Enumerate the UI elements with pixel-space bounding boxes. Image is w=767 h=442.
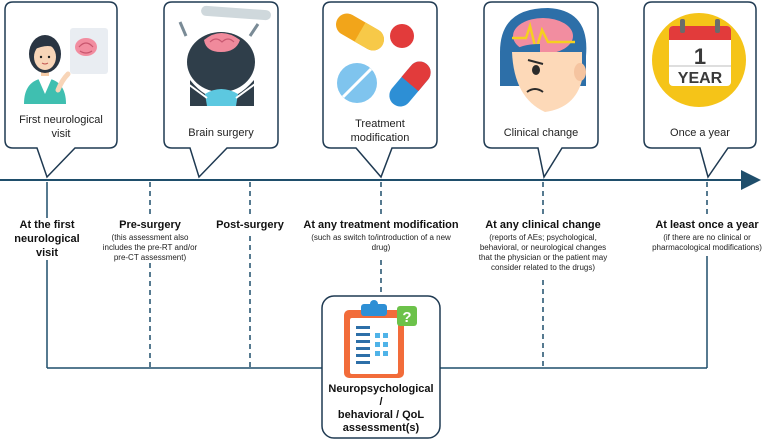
timepoint-note: (this assessment also includes the pre-R… (102, 233, 198, 262)
clipboard-icon: ? (344, 300, 417, 378)
caption-treatment: Treatment modification (350, 118, 410, 144)
brain-surgery-icon (178, 5, 271, 106)
timepoint-title: At any treatment modification (303, 219, 459, 231)
timepoint-first-visit: At the first neurological visit (2, 218, 92, 260)
pills-icon (336, 13, 431, 107)
doctor-icon (24, 28, 108, 104)
calendar-word: YEAR (678, 70, 723, 87)
timepoint-post-surgery: Post-surgery (210, 218, 290, 232)
caption-once-year: Once a year (670, 127, 730, 139)
timepoint-clinical: At any clinical change (reports of AEs; … (474, 218, 612, 273)
caption-clinical-change: Clinical change (503, 127, 579, 139)
timepoint-yearly: At least once a year (if there are no cl… (648, 218, 766, 253)
timepoint-note: (such as switch to/introduction of a new… (311, 233, 451, 252)
timepoint-pre-surgery: Pre-surgery (this assessment also includ… (88, 218, 212, 263)
timepoint-note: (if there are no clinical or pharmacolog… (652, 233, 762, 252)
question-badge: ? (402, 309, 411, 326)
timepoint-treatment: At any treatment modification (such as s… (300, 218, 462, 253)
timepoint-note: (reports of AEs; psychological, behavior… (478, 233, 608, 272)
timepoint-title: At least once a year (655, 219, 759, 231)
sick-head-icon (500, 8, 587, 112)
assessment-title: Neuropsychological / behavioral / QoL as… (328, 383, 434, 434)
calendar-icon: 1 YEAR (652, 13, 746, 107)
timepoint-title: At the first neurological visit (14, 219, 80, 259)
timepoint-title: Post-surgery (216, 219, 284, 231)
caption-first-visit: First neurological visit (19, 114, 103, 140)
calendar-number: 1 (694, 44, 706, 69)
timepoint-title: At any clinical change (485, 219, 601, 231)
timepoint-title: Pre-surgery (119, 219, 181, 231)
caption-brain-surgery: Brain surgery (188, 127, 254, 139)
